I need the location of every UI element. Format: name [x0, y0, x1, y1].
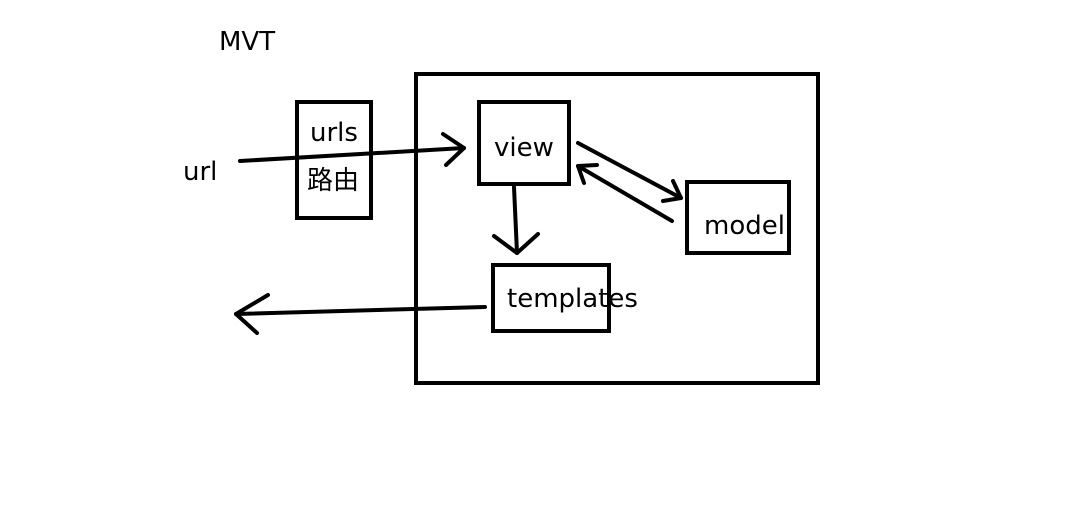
arrow-url-to-view [238, 146, 466, 163]
view-box [477, 100, 571, 186]
url-label: url [183, 157, 218, 187]
model-box [685, 180, 791, 255]
diagram-title: MVT [219, 27, 276, 57]
arrow-view-to-templates [512, 185, 519, 255]
arrow-model-to-view [576, 164, 674, 223]
arrow-view-to-templates-head [492, 232, 540, 255]
urls-box [295, 100, 373, 220]
model-label: model [704, 211, 785, 241]
templates-box [491, 263, 611, 333]
urls-label: urls [310, 118, 358, 148]
arrow-view-to-model [576, 141, 683, 200]
view-label: view [494, 133, 554, 163]
arrow-templates-to-response-head [234, 293, 270, 335]
arrow-templates-to-response [234, 305, 487, 316]
arrow-model-to-view-head [576, 163, 599, 185]
urls-sublabel: 路由 [307, 166, 360, 196]
templates-label: templates [507, 284, 638, 314]
arrow-view-to-model-head [661, 179, 683, 203]
app-container-box [414, 72, 820, 385]
arrow-url-to-view-head [441, 132, 466, 167]
